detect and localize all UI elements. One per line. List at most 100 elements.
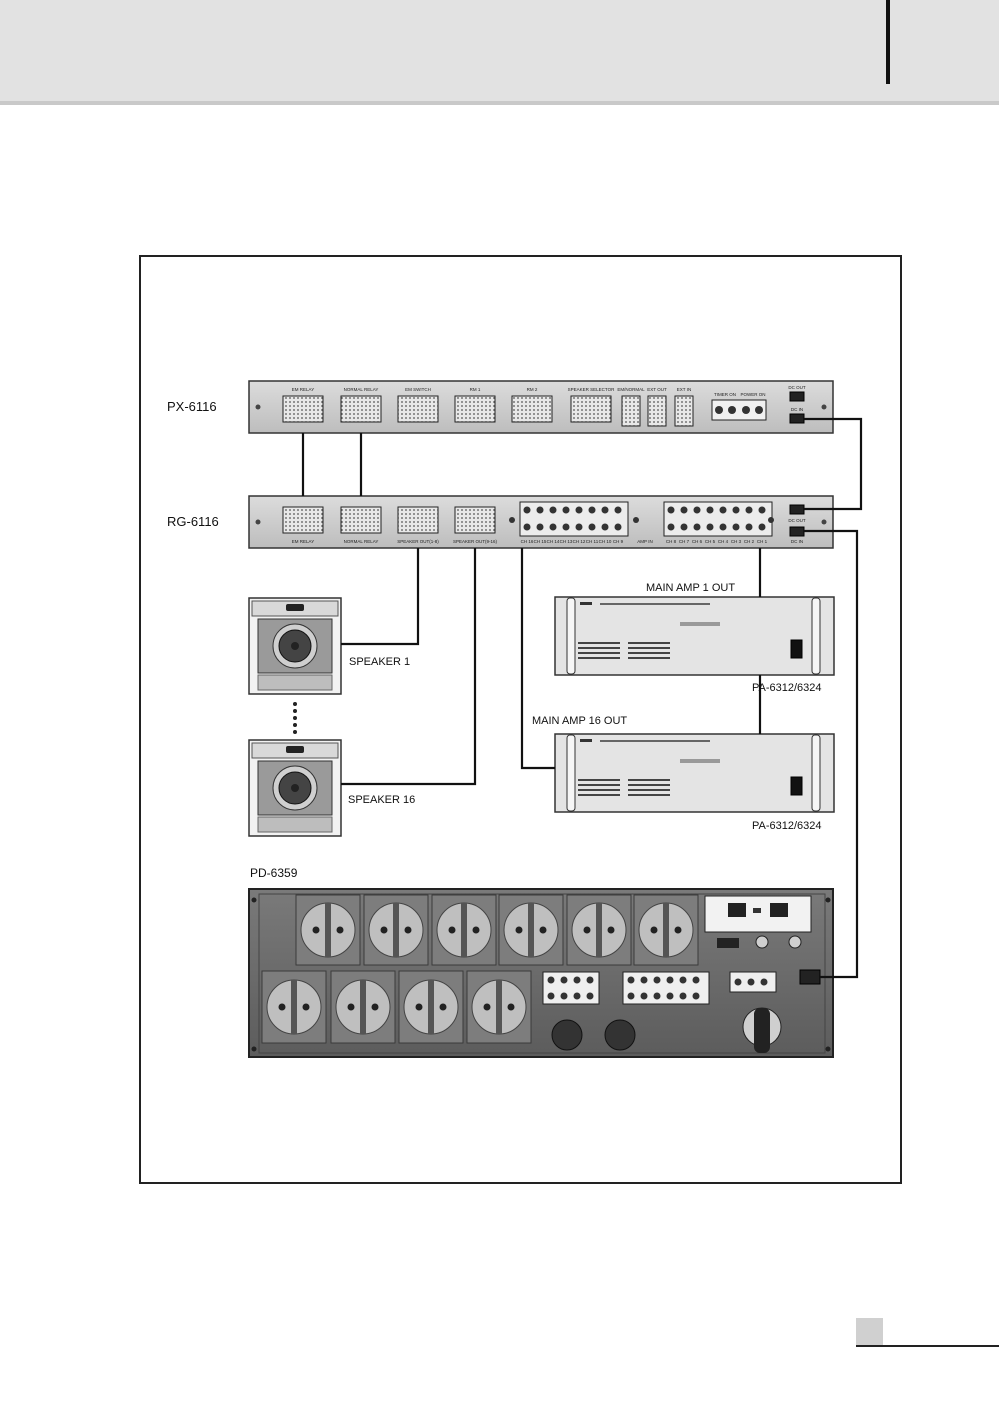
pd-dc-jack [799, 969, 821, 985]
speaker-16-label: SPEAKER 16 [348, 794, 415, 806]
rg-label-20: CH 1 [757, 539, 768, 544]
rg-label-19: CH 2 [744, 539, 755, 544]
rg-label-7: CH 13 [560, 539, 573, 544]
footer-rule [856, 1345, 999, 1347]
pd-fuse-1 [755, 935, 769, 949]
px-conn-rm2 [511, 395, 553, 423]
speaker-1-label: SPEAKER 1 [349, 656, 410, 668]
rg-label-3: SPEAKER OUT(9-16) [453, 539, 498, 544]
pd-outlets-top [295, 894, 699, 966]
rg-terminal-right [663, 501, 773, 537]
px-6116-label: PX-6116 [167, 399, 217, 414]
wire-amp16-in [520, 548, 555, 770]
rg-label-8: CH 12 [573, 539, 586, 544]
rg-label-10: CH 10 [599, 539, 612, 544]
px-screw-right [821, 404, 827, 410]
pd-terminal-right [622, 971, 710, 1005]
rg-terminal-left [519, 501, 629, 537]
px-label-12: DC IN [791, 407, 803, 412]
px-dc-in-jack [789, 413, 805, 424]
header-band [0, 0, 999, 105]
rg-conn-speaker-out-9-16 [454, 506, 496, 534]
pd-6359-label: PD-6359 [250, 866, 298, 880]
px-terminal-block [711, 399, 767, 421]
rg-label-16: CH 5 [705, 539, 716, 544]
rg-label-13: CH 8 [666, 539, 677, 544]
px-conn-em-relay [282, 395, 324, 423]
px-label-10: POWER ON [740, 392, 765, 397]
rg-label-15: CH 6 [692, 539, 703, 544]
rg-label-18: CH 3 [731, 539, 742, 544]
px-label-0: EM RELAY [292, 387, 314, 392]
rg-ground-right [768, 517, 774, 523]
px-dc-out-jack [789, 391, 805, 402]
amp1-model-label: PA-6312/6324 [752, 682, 822, 694]
pd-terminal-left [542, 971, 600, 1005]
px-connectors [282, 391, 805, 427]
pd-network-port-1 [728, 903, 746, 917]
wire-speaker-16 [341, 548, 477, 786]
px-label-11: DC OUT [788, 385, 805, 390]
header-rule [886, 0, 890, 84]
pd-network-port-2 [770, 903, 788, 917]
amp1-out-label: MAIN AMP 1 OUT [646, 582, 735, 594]
rg-6116-label: RG-6116 [167, 514, 219, 529]
amplifier-1 [554, 596, 835, 676]
rg-conn-normal-relay [340, 506, 382, 534]
pd-knob-right [604, 1019, 636, 1051]
rg-dc-out-jack [789, 504, 805, 515]
pd-fuse-2 [788, 935, 802, 949]
page-number-box [856, 1318, 883, 1345]
pd-outlets-bottom [261, 970, 532, 1044]
rg-label-17: CH 4 [718, 539, 729, 544]
rg-dc-in-jack [789, 526, 805, 537]
wire-dc-px-rg [804, 417, 863, 511]
px-label-4: RM 2 [527, 387, 538, 392]
px-conn-em-normal [621, 395, 641, 427]
pd-6359-unit [248, 888, 834, 1058]
amplifier-16 [554, 733, 835, 813]
px-conn-em-switch [397, 395, 439, 423]
diagram-frame [139, 255, 902, 1184]
rg-label-11: CH 9 [613, 539, 624, 544]
wire-speaker-1 [341, 548, 420, 646]
rg-label-9: CH 11 [586, 539, 599, 544]
px-port-labels: EM RELAY NORMAL RELAY EM SWITCH RM 1 RM … [292, 385, 806, 412]
px-conn-rm1 [454, 395, 496, 423]
rg-label-21: DC OUT [788, 518, 805, 523]
rg-6116-unit: EM RELAY NORMAL RELAY SPEAKER OUT(1-8) S… [167, 495, 834, 549]
px-conn-ext-out [647, 395, 667, 427]
px-label-2: EM SWITCH [405, 387, 431, 392]
rg-label-2: SPEAKER OUT(1-8) [397, 539, 439, 544]
rg-label-12: AMP IN [637, 539, 652, 544]
amp1-power-switch [790, 639, 803, 659]
rg-conn-speaker-out-1-8 [397, 506, 439, 534]
pd-dip-switch [717, 938, 739, 948]
px-label-1: NORMAL RELAY [344, 387, 379, 392]
px-screw-left [255, 404, 261, 410]
speaker-ellipsis-dots [293, 702, 297, 734]
px-label-7: EXT OUT [647, 387, 667, 392]
rg-ground-mid [633, 517, 639, 523]
rg-label-1: NORMAL RELAY [344, 539, 379, 544]
wiring [301, 417, 863, 979]
rg-port-labels: EM RELAY NORMAL RELAY SPEAKER OUT(1-8) S… [292, 518, 806, 544]
rg-label-22: DC IN [791, 539, 803, 544]
amp16-out-label: MAIN AMP 16 OUT [532, 715, 627, 727]
amp16-vent [578, 779, 670, 796]
speaker-1 [248, 597, 342, 695]
px-conn-ext-in [674, 395, 694, 427]
px-6116-unit: EM RELAY NORMAL RELAY EM SWITCH RM 1 RM … [167, 380, 834, 434]
px-label-8: EXT IN [677, 387, 691, 392]
pd-control-module [704, 895, 812, 949]
pd-knob-left [551, 1019, 583, 1051]
rg-label-14: CH 7 [679, 539, 690, 544]
amp16-model-label: PA-6312/6324 [752, 820, 822, 832]
px-label-6: EM/NORMAL [617, 387, 645, 392]
px-conn-speaker-selector [570, 395, 612, 423]
rg-screw-right [821, 519, 827, 525]
rg-label-6: CH 14 [547, 539, 560, 544]
amp16-power-switch [790, 776, 803, 796]
wire-dc-rg-pd [804, 529, 859, 979]
